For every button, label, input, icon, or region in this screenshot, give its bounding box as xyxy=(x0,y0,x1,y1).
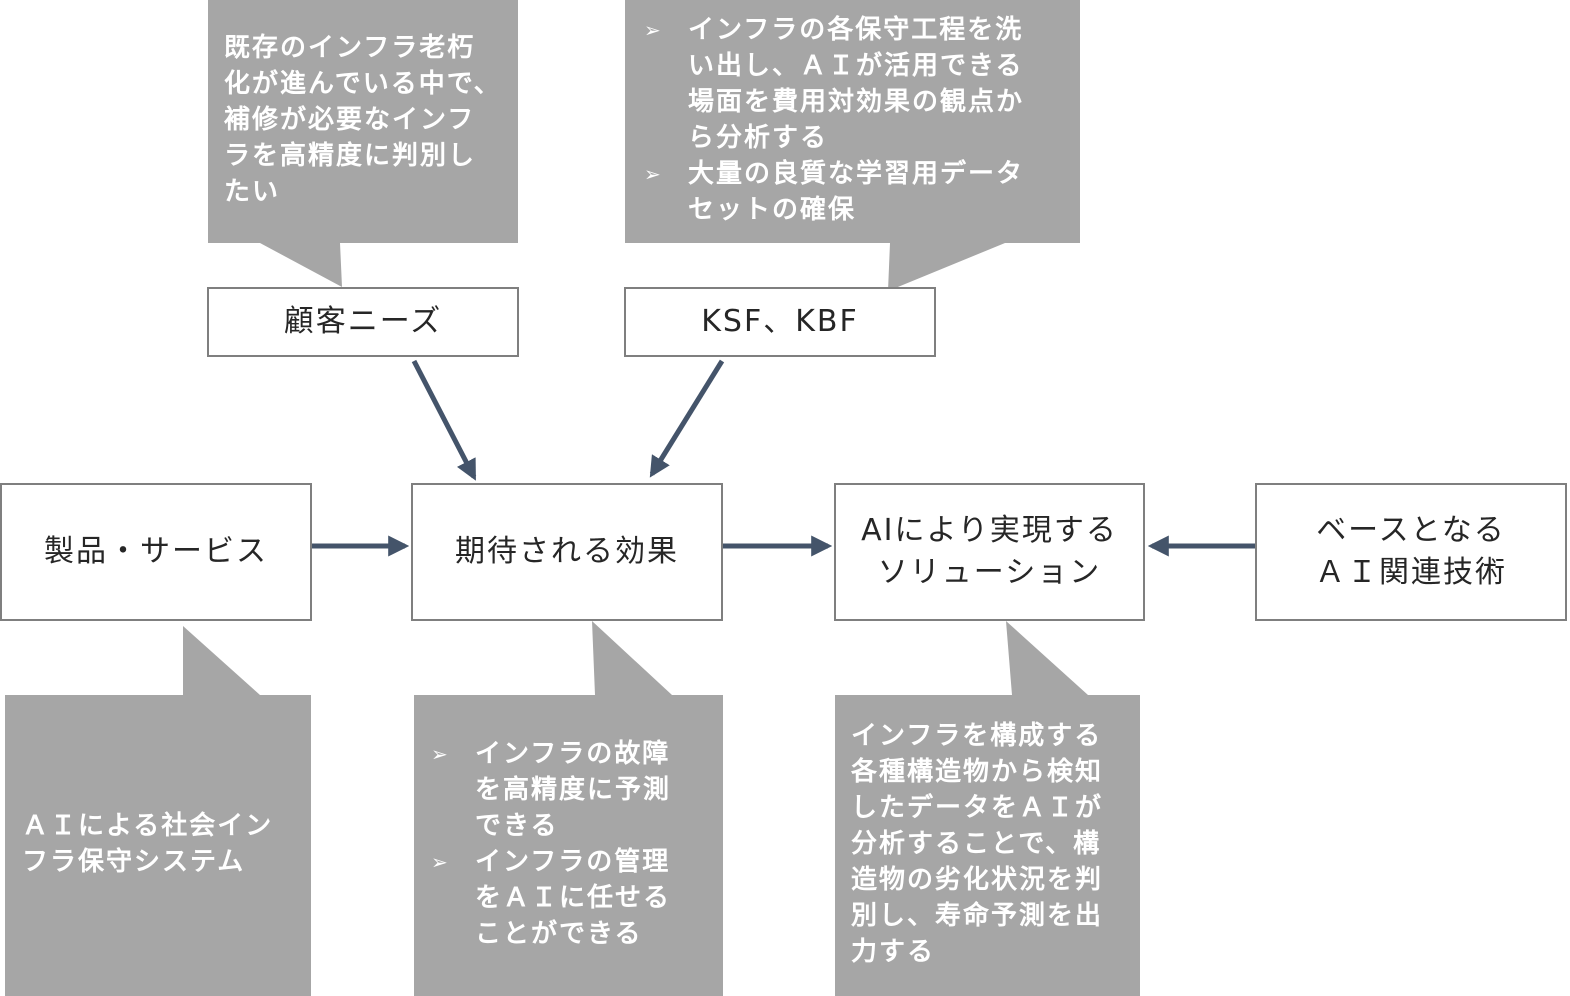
arrowhead-bullet-icon: ➢ xyxy=(431,742,450,766)
list-item: ➢ インフラの管理 をＡＩに任せる ことができる xyxy=(429,844,721,952)
base-ai-tech-label-line-1: ベースとなる xyxy=(1316,513,1506,548)
expected-effect-bullet-text: インフラの管理 をＡＩに任せる ことができる xyxy=(475,847,672,949)
ksf-kbf-bullet-list: ➢ インフラの各保守工程を洗 い出し、ＡＩが活用できる 場面を費用対効果の観点か… xyxy=(642,12,1078,228)
ksf-kbf-box: KSF、KBF xyxy=(624,287,936,357)
arrowhead-bullet-icon: ➢ xyxy=(644,162,663,186)
customer-needs-label: 顧客ニーズ xyxy=(283,304,443,339)
expected-effect-bullet-list: ➢ インフラの故障 を高精度に予測 できる ➢ インフラの管理 をＡＩに任せる … xyxy=(429,736,721,952)
ksf-kbf-note: ➢ インフラの各保守工程を洗 い出し、ＡＩが活用できる 場面を費用対効果の観点か… xyxy=(642,12,1078,228)
arrow-customer-needs-to-effect xyxy=(411,359,477,481)
product-service-note-text: ＡＩによる社会イン フラ保守システム xyxy=(22,811,274,877)
arrowhead-bullet-icon: ➢ xyxy=(431,850,450,874)
ksf-kbf-label: KSF、KBF xyxy=(701,304,859,339)
expected-effect-bullet-text: インフラの故障 を高精度に予測 できる xyxy=(475,739,672,841)
ksf-kbf-bullet-text: 大量の良質な学習用データ セットの確保 xyxy=(688,159,1025,225)
callout-ksf-kbf-shape xyxy=(625,0,1080,291)
base-ai-tech-box: ベースとなる ＡＩ関連技術 xyxy=(1255,483,1567,621)
list-item: ➢ インフラの故障 を高精度に予測 できる xyxy=(429,736,721,844)
callout-product-service-shape xyxy=(5,626,311,996)
expected-effect-note: ➢ インフラの故障 を高精度に予測 できる ➢ インフラの管理 をＡＩに任せる … xyxy=(429,736,721,952)
customer-needs-note: 既存のインフラ老朽 化が進んでいる中で、 補修が必要なインフ ラを高精度に判別し… xyxy=(224,30,516,210)
ai-solution-label-line-2: ソリューション xyxy=(877,555,1102,590)
callout-expected-effect-shape xyxy=(414,621,723,996)
arrowhead-bullet-icon: ➢ xyxy=(644,18,663,42)
ai-solution-box: AIにより実現する ソリューション xyxy=(834,483,1145,621)
list-item: ➢ 大量の良質な学習用データ セットの確保 xyxy=(642,156,1078,228)
ai-solution-note-text: インフラを構成する 各種構造物から検知 したデータをＡＩが 分析することで、構 … xyxy=(851,721,1104,967)
customer-needs-box: 顧客ニーズ xyxy=(207,287,519,357)
customer-needs-note-text: 既存のインフラ老朽 化が進んでいる中で、 補修が必要なインフ ラを高精度に判別し… xyxy=(224,33,502,207)
ksf-kbf-bullet-text: インフラの各保守工程を洗 い出し、ＡＩが活用できる 場面を費用対効果の観点か ら… xyxy=(688,15,1025,153)
list-item: ➢ インフラの各保守工程を洗 い出し、ＡＩが活用できる 場面を費用対効果の観点か… xyxy=(642,12,1078,156)
callout-customer-needs-shape xyxy=(208,0,518,287)
callout-ai-solution-shape xyxy=(835,621,1140,996)
product-service-box: 製品・サービス xyxy=(0,483,312,621)
product-service-note: ＡＩによる社会イン フラ保守システム xyxy=(22,808,312,880)
expected-effect-label: 期待される効果 xyxy=(455,534,679,569)
base-ai-tech-label-line-2: ＡＩ関連技術 xyxy=(1315,555,1507,590)
ai-solution-label-line-1: AIにより実現する xyxy=(861,513,1118,548)
product-service-label: 製品・サービス xyxy=(44,534,268,569)
expected-effect-box: 期待される効果 xyxy=(411,483,723,621)
ai-solution-note: インフラを構成する 各種構造物から検知 したデータをＡＩが 分析することで、構 … xyxy=(851,718,1139,970)
arrow-ksf-kbf-to-effect xyxy=(649,359,725,478)
